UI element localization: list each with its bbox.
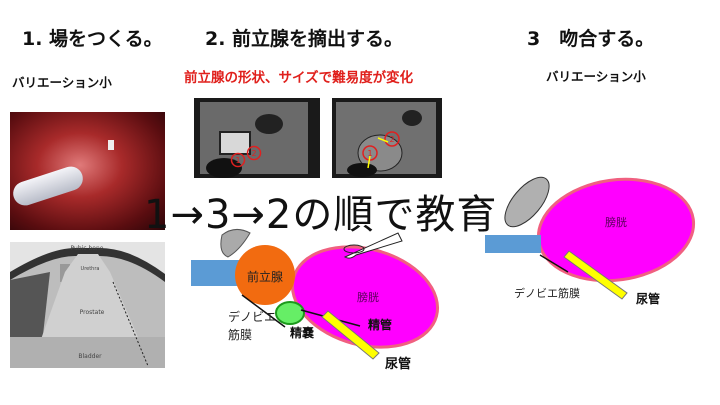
mri-marker-2: 2 xyxy=(251,149,256,158)
denonvilliers-label-1: デノビエ xyxy=(228,309,276,324)
prostatectomy-schematic: 前立腺 膀胱 デノビエ 筋膜 精嚢 精管 尿管 xyxy=(191,229,440,372)
mri-marker-1b: 1 xyxy=(367,149,372,158)
retractor-shape xyxy=(504,176,550,228)
prostate-label-jp: 前立腺 xyxy=(247,269,283,284)
denonvilliers-label: デノビエ筋膜 xyxy=(514,286,580,300)
vas-deferens-label: 精管 xyxy=(368,317,392,332)
denonvilliers-label-2: 筋膜 xyxy=(228,327,252,342)
ureter-bar xyxy=(321,310,380,360)
denonvilliers-line xyxy=(241,294,286,328)
ureter-bar xyxy=(563,250,628,300)
mri-image-2: 1 2 xyxy=(332,98,442,178)
teaching-order-headline: 1→3→2の順で教育 xyxy=(144,192,498,238)
mri-marker-2b: 2 xyxy=(389,135,394,144)
ureter-label: 尿管 xyxy=(385,356,411,372)
prostate-shape xyxy=(235,245,295,305)
instrument xyxy=(10,163,86,209)
instrument-tip xyxy=(343,232,403,259)
step-3-title: 3 吻合する。 xyxy=(527,28,655,50)
anatomy-drawing: Pubic bone Urethra Prostate Bladder xyxy=(10,242,165,368)
difficulty-note: 前立腺の形状、サイズで難易度が変化 xyxy=(184,70,414,86)
surgical-photo xyxy=(10,112,165,230)
bladder-label-jp: 膀胱 xyxy=(605,215,627,229)
prostate-label: Prostate xyxy=(80,309,105,316)
bladder-shape xyxy=(536,177,696,283)
pubic-bone-label: Pubic bone xyxy=(71,245,104,252)
bladder-label: Bladder xyxy=(78,353,102,360)
urethra-label: Urethra xyxy=(81,266,100,272)
seminal-vesicle-shape xyxy=(275,301,305,325)
step-1-title: 1. 場をつくる。 xyxy=(22,28,163,50)
ureter-label: 尿管 xyxy=(636,291,660,306)
denonvilliers-line xyxy=(539,254,569,273)
step-2-title: 2. 前立腺を摘出する。 xyxy=(205,28,404,50)
instrument-ring xyxy=(343,244,365,254)
retractor-shape xyxy=(220,229,251,258)
mri-image-1: 1 2 xyxy=(194,98,320,178)
mri-marker-1: 1 xyxy=(235,156,240,165)
suture-mark xyxy=(108,140,114,150)
urethra-bar xyxy=(485,235,541,253)
bladder-label-jp: 膀胱 xyxy=(357,290,379,304)
variation-note-right: バリエーション小 xyxy=(546,69,646,84)
anastomosis-schematic: 膀胱 デノビエ筋膜 尿管 xyxy=(485,176,696,306)
variation-note-left: バリエーション小 xyxy=(12,75,112,90)
seminal-vesicle-label: 精嚢 xyxy=(290,325,315,340)
